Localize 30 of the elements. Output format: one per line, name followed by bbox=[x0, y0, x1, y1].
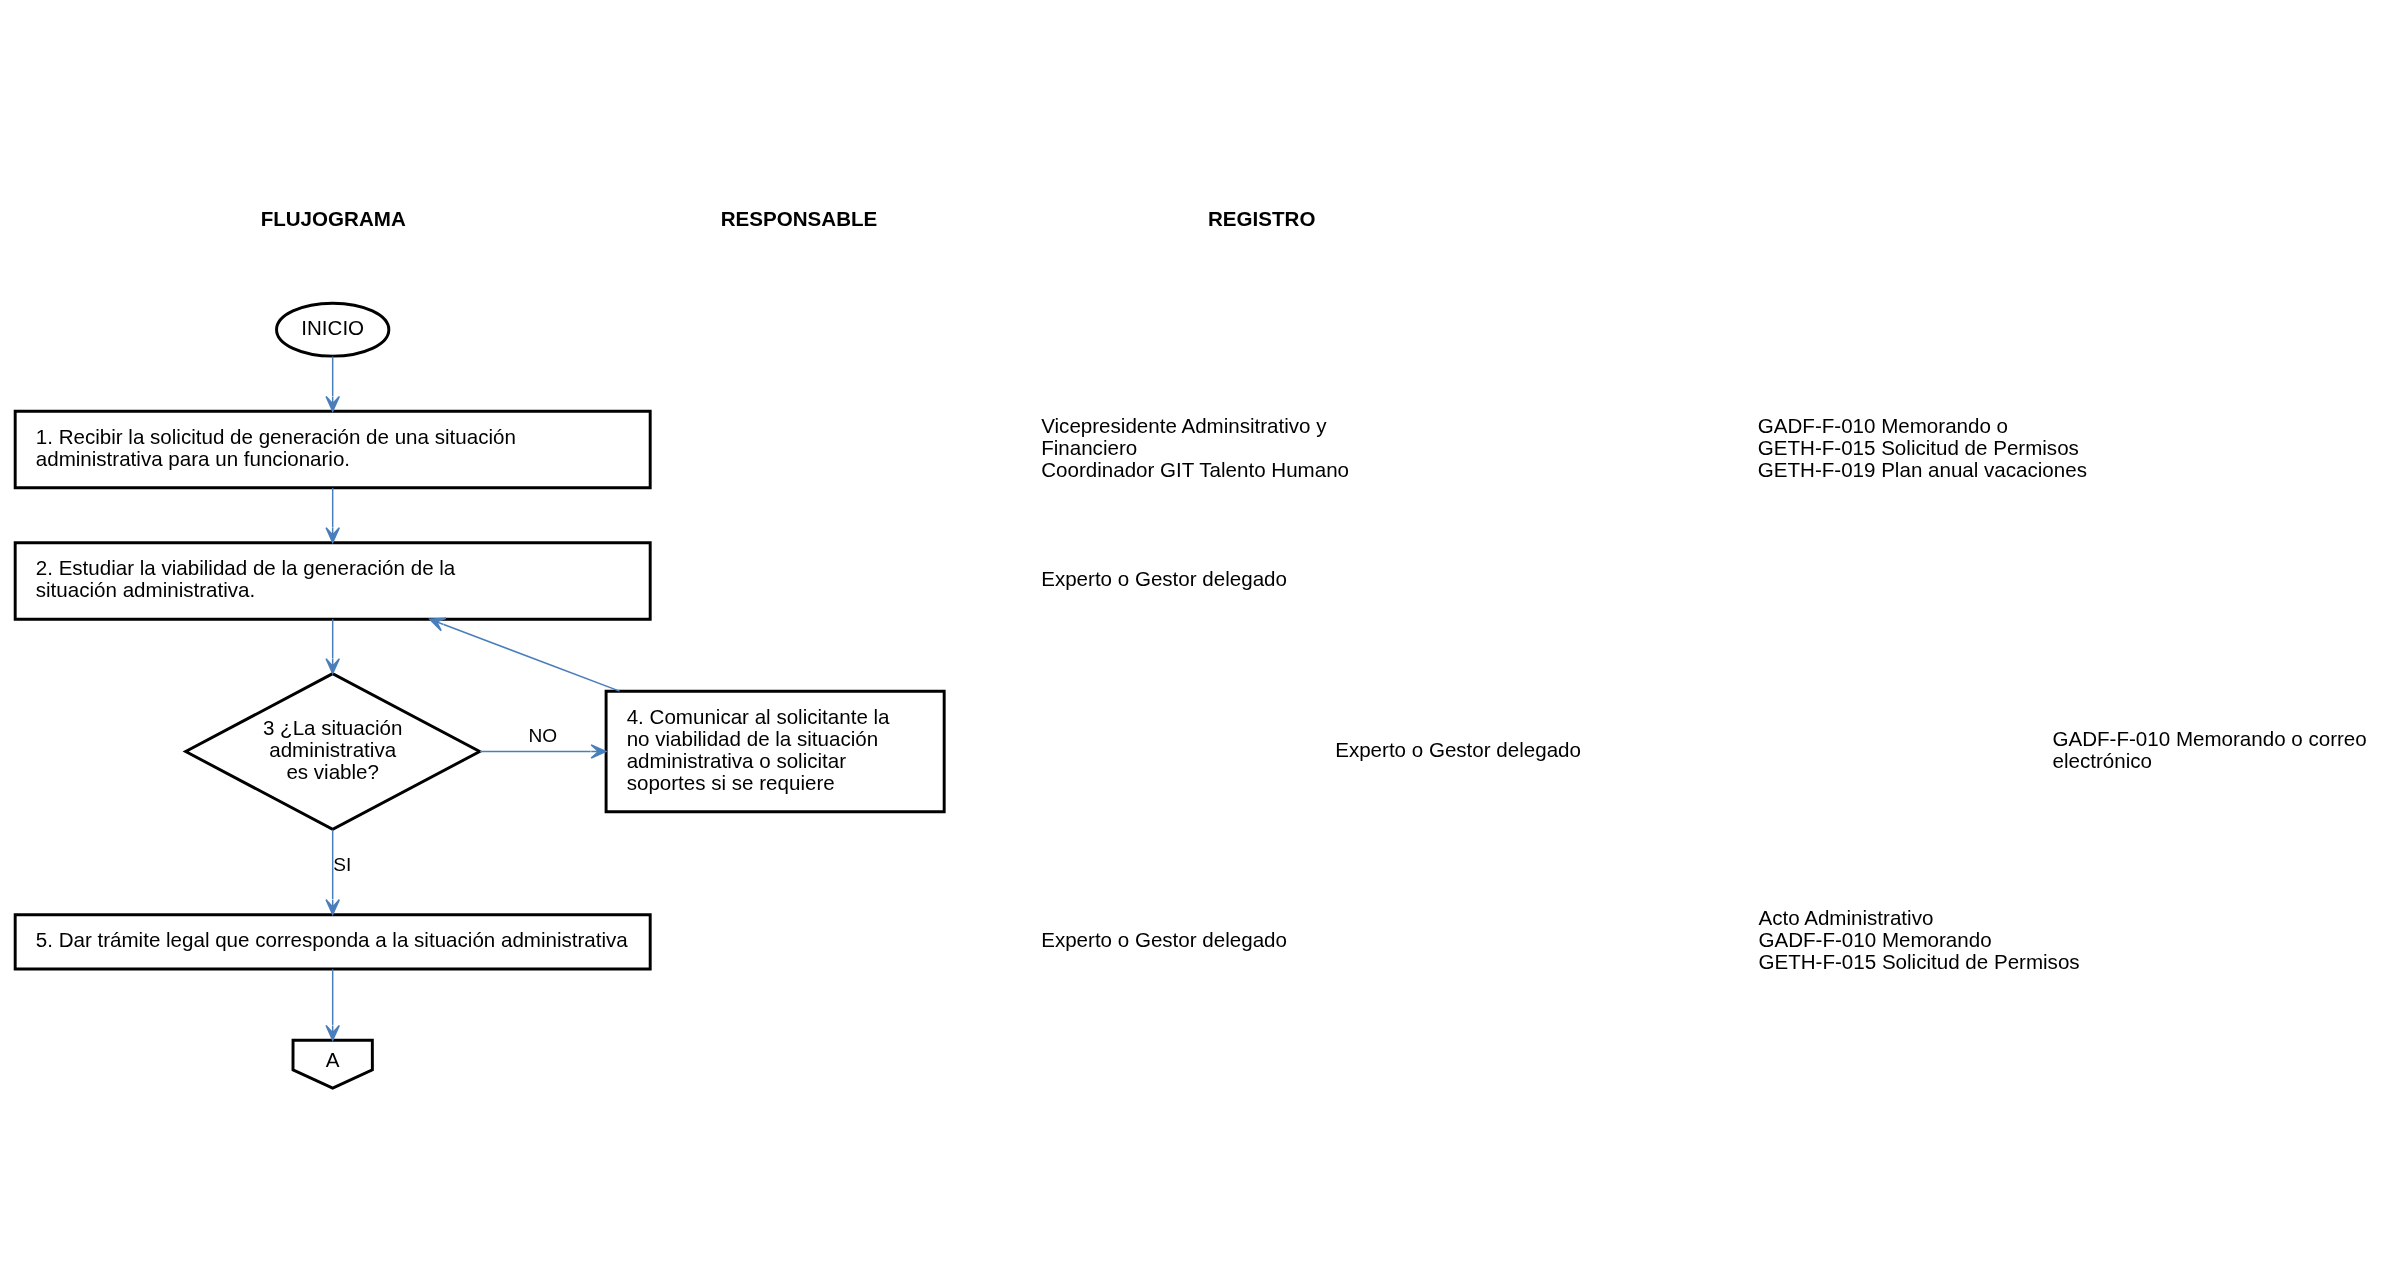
node-diamond: 3 ¿La situación administrativa es viable? bbox=[182, 671, 483, 831]
node-box: 1. Recibir la solicitud de generación de una situación administrativa para un funcionario. bbox=[13, 409, 652, 489]
label: RESPONSABLE bbox=[720, 206, 878, 230]
arrow bbox=[479, 743, 607, 759]
label: GADF-F-010 Memorando bbox=[1758, 927, 1992, 951]
label: Acto Administrativo bbox=[1758, 905, 1934, 929]
label: GADF-F-010 Memorando o correo electrónico bbox=[2052, 726, 2367, 772]
label: GETH-F-015 Solicitud de Permisos bbox=[1758, 949, 2080, 973]
edge-label: SI bbox=[333, 853, 352, 875]
label: GETH-F-015 Solicitud de Permisos bbox=[1757, 435, 2079, 459]
arrow bbox=[325, 355, 341, 412]
arrow bbox=[325, 486, 341, 543]
arrow bbox=[325, 968, 341, 1041]
label: Experto o Gestor delegado bbox=[1041, 566, 1287, 590]
arrow bbox=[325, 828, 341, 915]
label: Vicepresidente Adminsitrativo y Financiero bbox=[1041, 413, 1327, 459]
label: REGISTRO bbox=[1208, 206, 1316, 230]
node-box: 5. Dar trámite legal que corresponda a la situación administrativa bbox=[13, 912, 652, 971]
label: GETH-F-019 Plan anual vacaciones bbox=[1757, 457, 2087, 481]
edge-label: NO bbox=[528, 724, 558, 746]
node-ellipse: INICIO bbox=[275, 301, 391, 358]
label: Experto o Gestor delegado bbox=[1335, 737, 1581, 761]
node-box: 4. Comunicar al solicitante la no viabilidad de la situación administrativa o solicitar soportes si se requiere bbox=[604, 689, 946, 813]
label: Experto o Gestor delegado bbox=[1041, 927, 1287, 951]
label: FLUJOGRAMA bbox=[260, 206, 406, 230]
label: Coordinador GIT Talento Humano bbox=[1041, 457, 1350, 481]
arrow bbox=[429, 617, 621, 692]
arrow bbox=[325, 618, 341, 674]
node-box: 2. Estudiar la viabilidad de la generación de la situación administrativa. bbox=[13, 540, 652, 621]
label: GADF-F-010 Memorando o bbox=[1757, 413, 2009, 437]
